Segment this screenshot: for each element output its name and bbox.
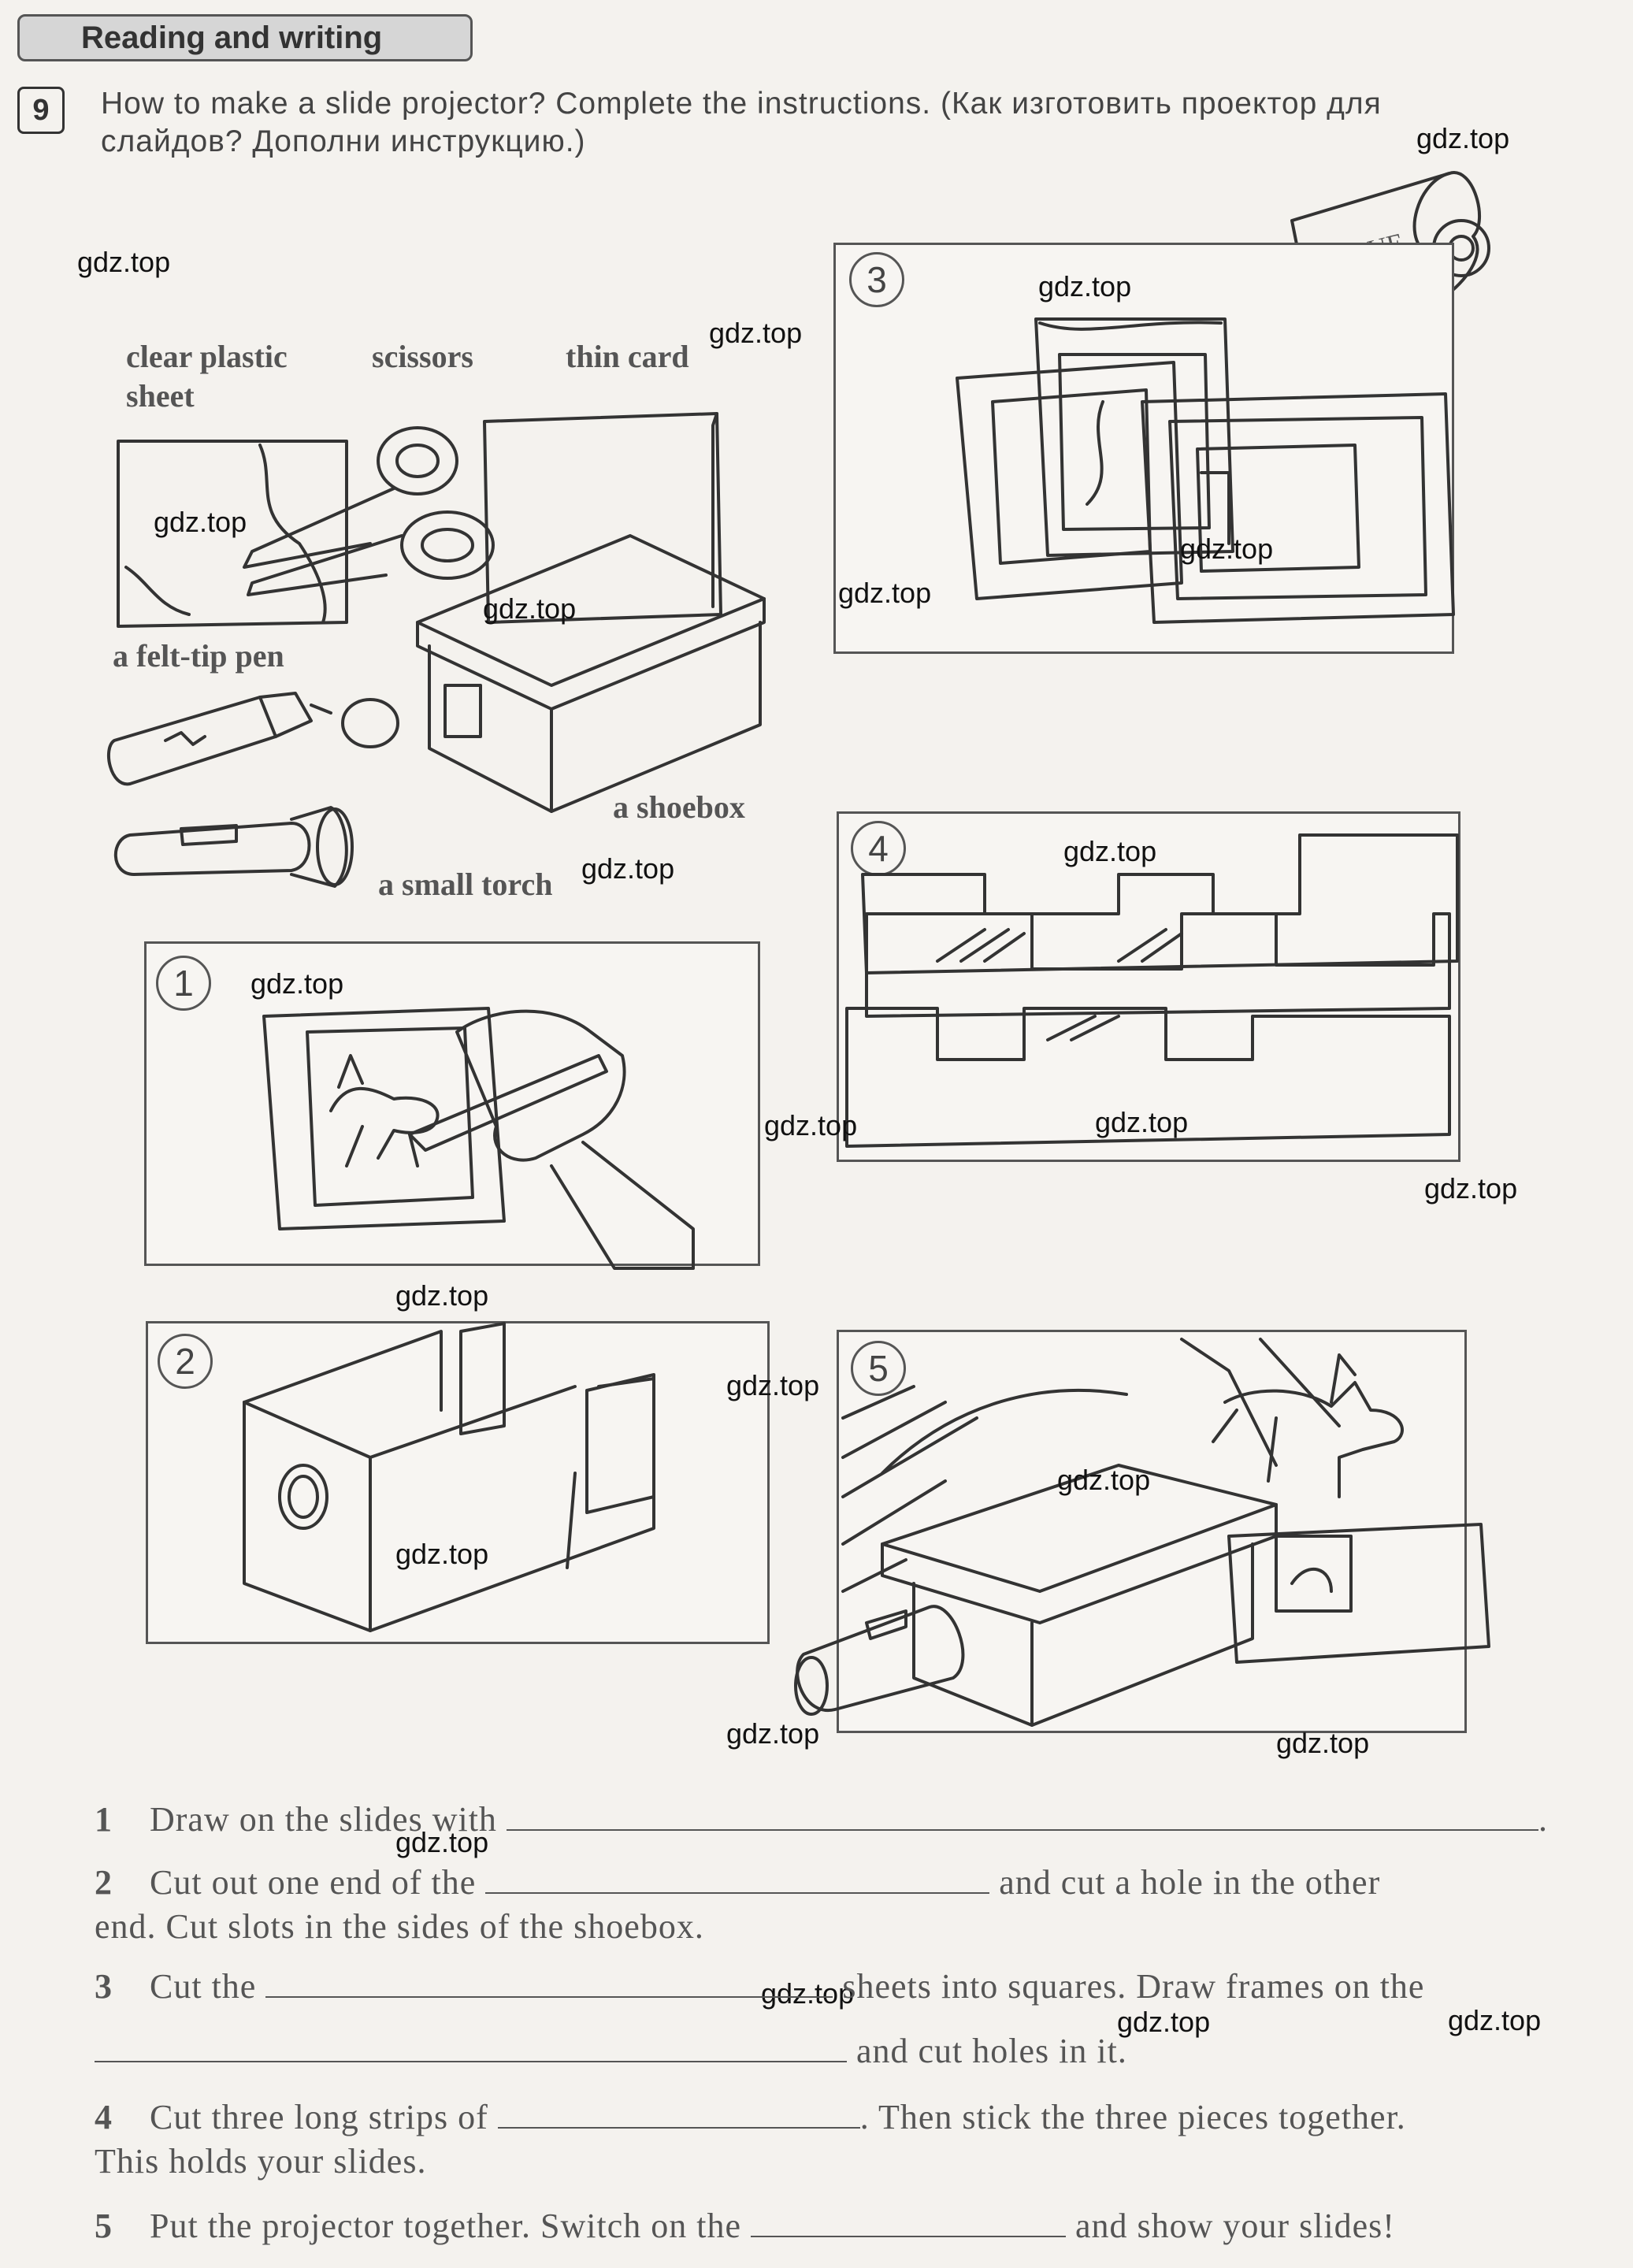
sentence-3: 3 Cut the sheets into squares. Draw frame… (95, 1965, 1424, 2009)
sentence-text: Draw on the slides with (150, 1800, 497, 1839)
watermark: gdz.top (1180, 533, 1274, 565)
watermark: gdz.top (1117, 2006, 1211, 2038)
answer-blank[interactable] (750, 2212, 1066, 2237)
watermark: gdz.top (1424, 1172, 1518, 1205)
answer-blank[interactable] (506, 1806, 1538, 1831)
watermark: gdz.top (154, 506, 247, 538)
sentence-text: Put the projector together. Switch on th… (150, 2207, 741, 2245)
label-shoebox: a shoebox (613, 789, 745, 825)
label-scissors: scissors (372, 339, 473, 374)
step-frame-2 (146, 1321, 770, 1644)
watermark: gdz.top (764, 1109, 858, 1141)
watermark: gdz.top (838, 577, 932, 609)
label-clear-plastic-line2: sheet (126, 378, 195, 414)
sentence-number: 2 (95, 1863, 113, 1902)
watermark: gdz.top (1057, 1464, 1151, 1496)
task-number: 9 (17, 87, 65, 134)
task-instruction: How to make a slide projector? Complete … (101, 85, 1621, 161)
watermark: gdz.top (581, 852, 675, 885)
watermark: gdz.top (761, 1977, 855, 2010)
sentence-text: and cut holes in it. (856, 2032, 1127, 2070)
sentence-text: and cut a hole in the other (999, 1863, 1381, 1902)
instruction-line-1: How to make a slide projector? Complete … (101, 87, 1382, 121)
label-thin-card: thin card (566, 339, 689, 374)
watermark: gdz.top (709, 317, 803, 349)
watermark: gdz.top (1416, 122, 1510, 154)
sentence-4: 4 Cut three long strips of . Then stick t… (95, 2095, 1406, 2140)
watermark: gdz.top (77, 246, 171, 278)
sentence-text: and show your slides! (1074, 2207, 1395, 2245)
step-frame-4 (837, 811, 1460, 1162)
sentence-2-cont: end. Cut slots in the sides of the shoeb… (95, 1907, 704, 1946)
watermark: gdz.top (1095, 1106, 1189, 1138)
steps-illustration (243, 317, 1490, 1727)
watermark: gdz.top (1038, 270, 1132, 303)
sentence-number: 3 (95, 1967, 113, 2006)
watermark: gdz.top (395, 1279, 489, 1312)
sentence-text: Cut three long strips of (150, 2098, 488, 2136)
step-circle-2: 2 (158, 1334, 213, 1389)
answer-blank[interactable] (497, 2103, 860, 2129)
instruction-line-2: слайдов? Дополни инструкцию.) (101, 124, 586, 158)
sentence-number: 5 (95, 2207, 113, 2245)
sentence-4-cont: This holds your slides. (95, 2142, 427, 2181)
sentence-3-cont: and cut holes in it. (95, 2029, 1127, 2073)
watermark: gdz.top (1063, 835, 1157, 867)
sentence-number: 1 (95, 1800, 113, 1839)
sentence-text: . Then stick the three pieces together. (859, 2098, 1406, 2136)
step-circle-3: 3 (849, 252, 904, 307)
label-felt-tip-pen: a felt-tip pen (113, 638, 284, 674)
sentence-2: 2 Cut out one end of the and cut a hole i… (95, 1861, 1380, 1905)
watermark: gdz.top (251, 967, 344, 1000)
watermark: gdz.top (1448, 2004, 1542, 2036)
sentence-text: Cut the (150, 1967, 257, 2006)
sentence-5: 5 Put the projector together. Switch on t… (95, 2204, 1395, 2248)
label-clear-plastic: clear plastic sheet (126, 337, 288, 416)
sentence-end: . (1538, 1800, 1548, 1839)
label-clear-plastic-line1: clear plastic (126, 339, 288, 374)
label-small-torch: a small torch (378, 867, 553, 902)
watermark: gdz.top (726, 1369, 820, 1401)
step-frame-1 (144, 941, 760, 1266)
sentence-text: Cut out one end of the (150, 1863, 477, 1902)
watermark: gdz.top (395, 1538, 489, 1570)
watermark: gdz.top (483, 592, 577, 625)
sentence-text: sheets into squares. Draw frames on the (842, 1967, 1425, 2006)
step-circle-1: 1 (156, 956, 211, 1011)
answer-blank[interactable] (485, 1869, 990, 1894)
answer-blank[interactable] (95, 2037, 847, 2062)
section-tab: Reading and writing (17, 14, 473, 61)
watermark: gdz.top (726, 1717, 820, 1750)
watermark: gdz.top (395, 1826, 489, 1858)
step-circle-5: 5 (851, 1341, 906, 1396)
sentence-1: 1 Draw on the slides with . (95, 1798, 1548, 1842)
sentence-number: 4 (95, 2098, 113, 2136)
watermark: gdz.top (1276, 1727, 1370, 1759)
answer-blank[interactable] (265, 1973, 833, 1998)
